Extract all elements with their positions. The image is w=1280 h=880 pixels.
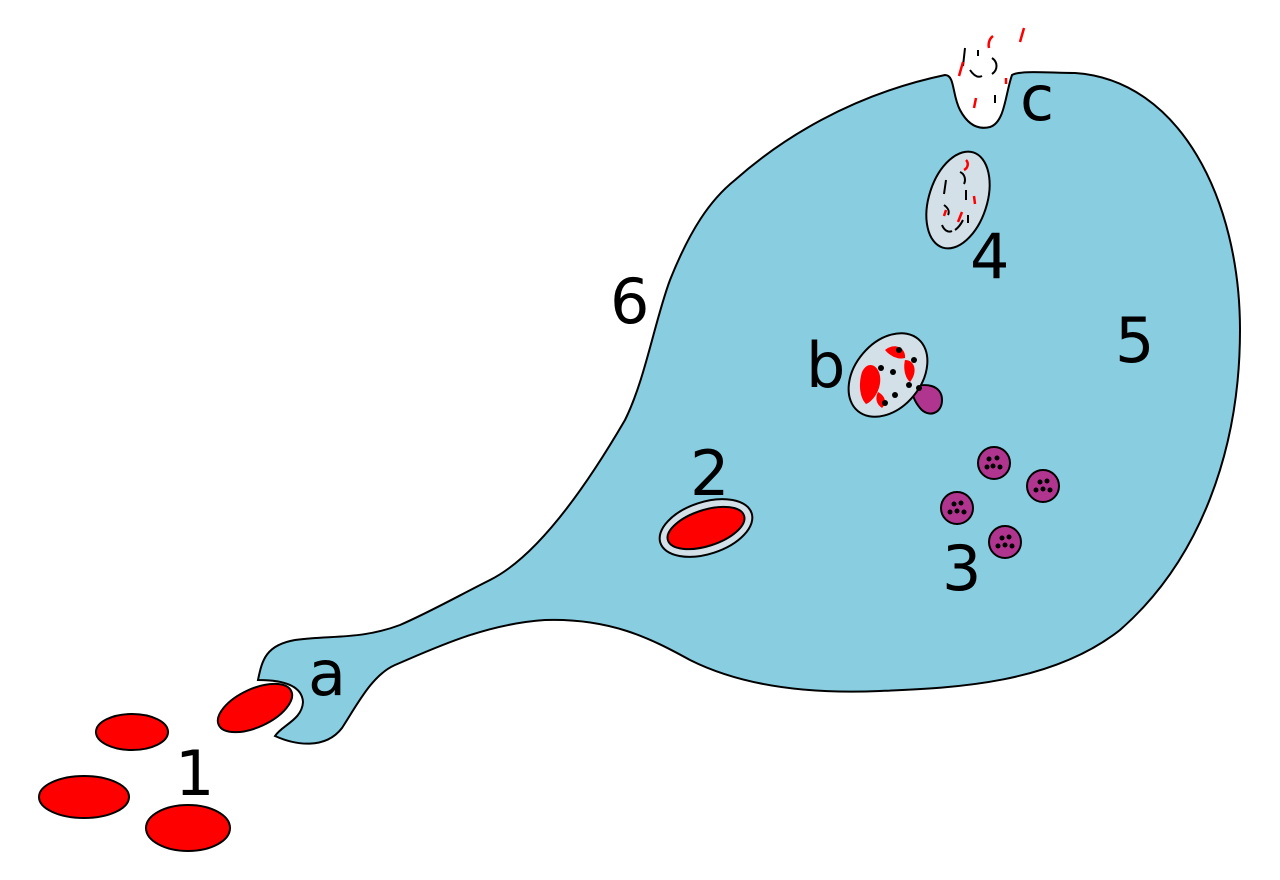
residual-body	[925, 150, 991, 250]
label-1: 1	[175, 737, 214, 810]
red-blood-cell-being-engulfed	[216, 682, 294, 734]
label-2: 2	[690, 437, 729, 510]
phagocyte-cell	[256, 71, 1242, 745]
red-blood-cell	[95, 713, 169, 751]
phagolysosome	[847, 332, 944, 418]
label-5: 5	[1115, 304, 1154, 377]
lysosome	[1026, 469, 1060, 503]
label-b: b	[806, 329, 845, 402]
red-blood-cell	[38, 775, 130, 819]
lysosome	[977, 446, 1011, 480]
label-a: a	[308, 637, 346, 710]
engulfed-red-cell	[666, 505, 746, 551]
label-4: 4	[970, 220, 1009, 293]
label-3: 3	[942, 532, 981, 605]
label-c: c	[1020, 62, 1054, 135]
label-6: 6	[610, 265, 649, 338]
exocytosis-debris	[957, 27, 1026, 109]
red-blood-cell	[145, 804, 231, 852]
lysosome	[988, 525, 1022, 559]
lysosome	[940, 491, 974, 525]
